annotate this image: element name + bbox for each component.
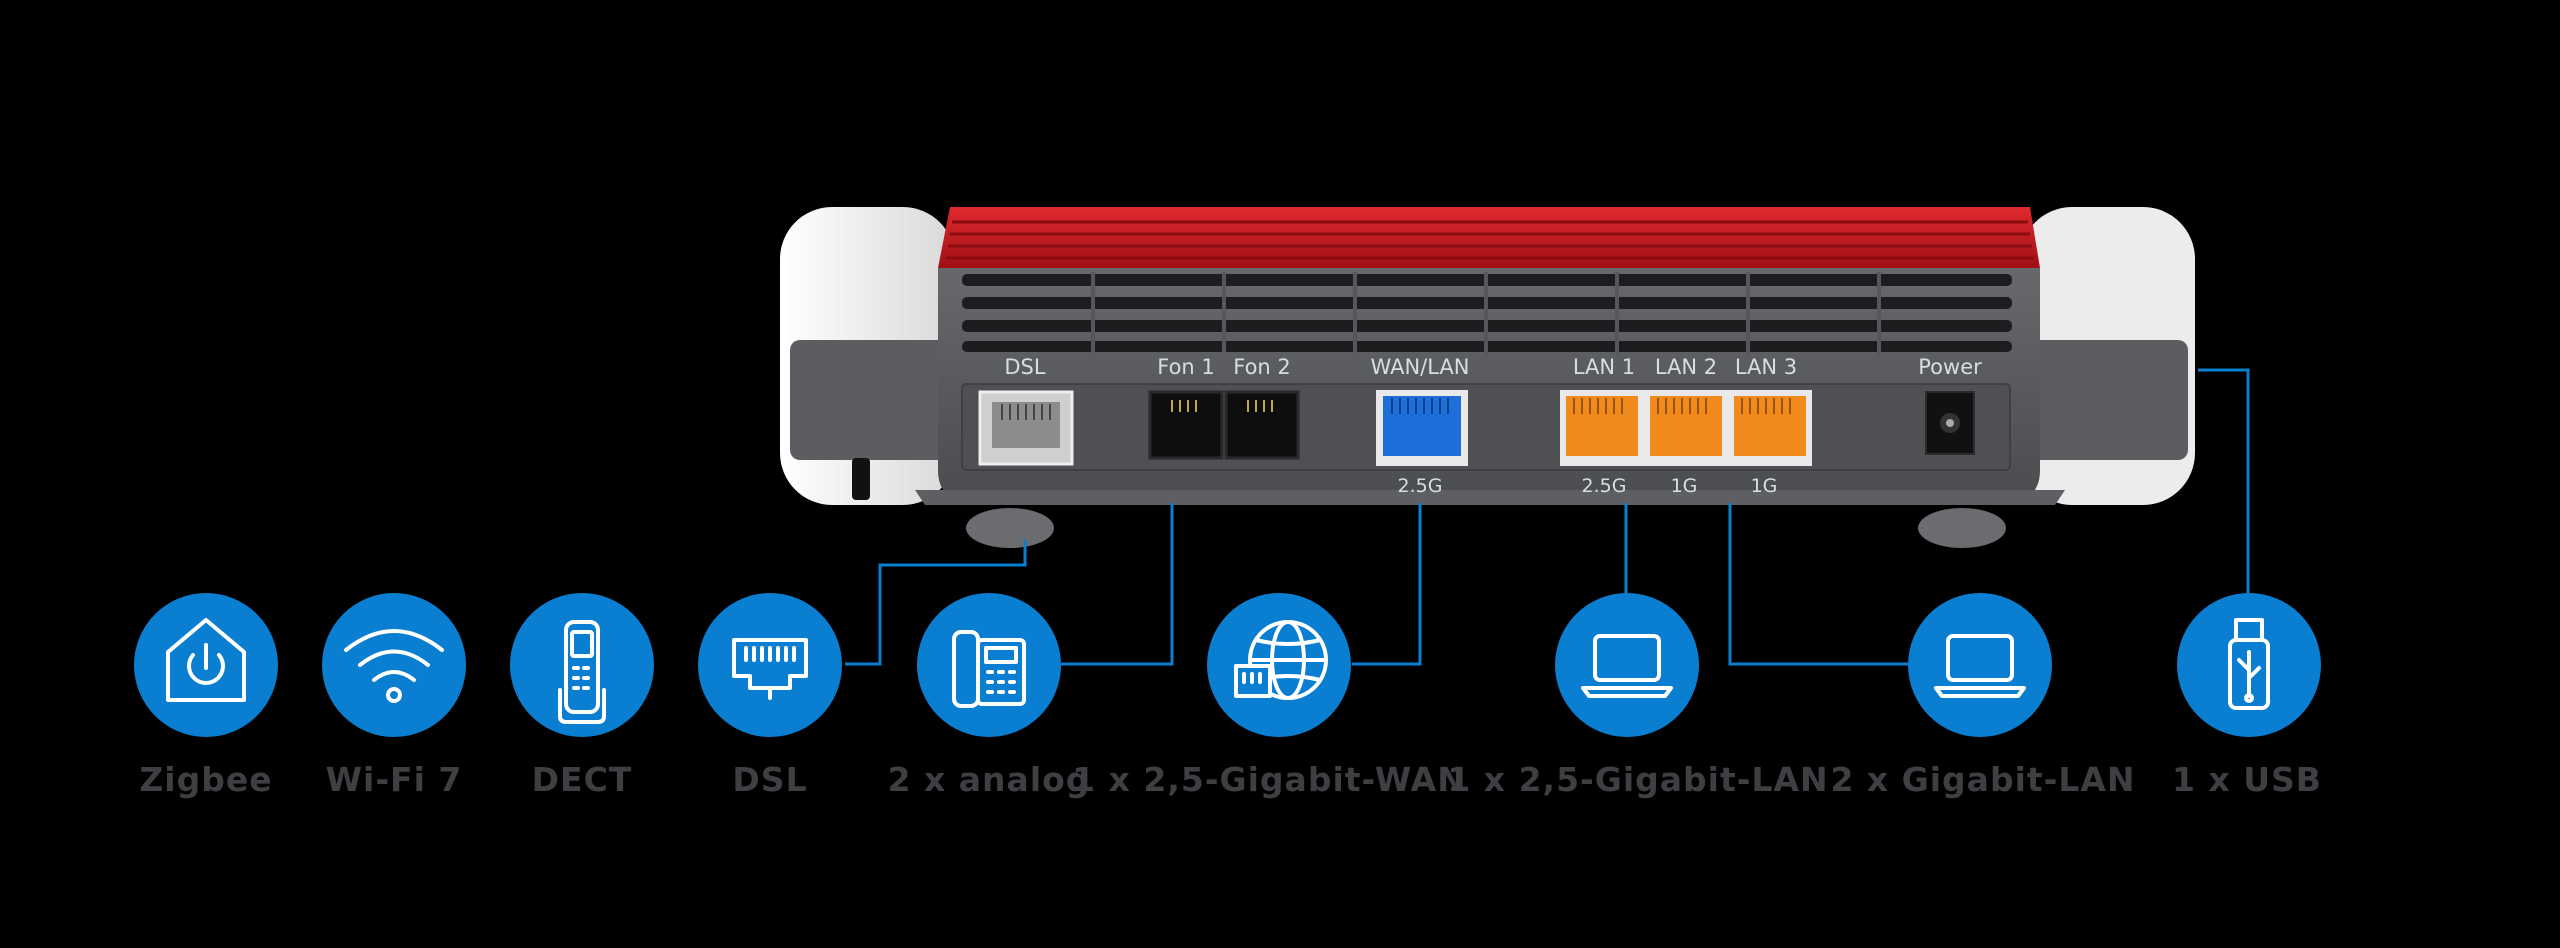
lan1-port[interactable] xyxy=(1560,390,1644,466)
connector-usb xyxy=(2198,368,2250,593)
port-labels: DSL Fon 1 Fon 2 WAN/LAN LAN 1 LAN 2 LAN … xyxy=(1004,355,1982,379)
connector-wan xyxy=(1352,503,1422,666)
feature-label-dect: DECT xyxy=(532,760,633,799)
port-label-wan-lan: WAN/LAN xyxy=(1370,355,1469,379)
lan2-port[interactable] xyxy=(1644,390,1728,466)
router-foot-right xyxy=(1918,508,2006,548)
speed-label-wan-lan: 2.5G xyxy=(1398,475,1443,497)
power-port[interactable] xyxy=(1925,391,1975,455)
feature-label-wifi: Wi-Fi 7 xyxy=(326,760,463,799)
feature-labels: Zigbee Wi-Fi 7 DECT DSL 2 x analog 1 x 2… xyxy=(139,760,2322,799)
router-port-recess xyxy=(961,383,2011,471)
feature-label-dsl: DSL xyxy=(732,760,807,799)
feature-label-zigbee: Zigbee xyxy=(139,760,272,799)
router-vent-dividers xyxy=(1091,272,1881,354)
router-left-slot xyxy=(852,458,870,500)
port-label-power: Power xyxy=(1918,355,1982,379)
desk-phone-icon xyxy=(952,630,1026,708)
router-right-panel xyxy=(2020,340,2188,460)
globe-icon xyxy=(1234,620,1328,700)
wifi-icon xyxy=(344,629,444,703)
laptop-icon xyxy=(1581,634,1673,698)
connector-gigabit-lan xyxy=(1728,503,1908,666)
usb-stick-icon xyxy=(2228,618,2270,710)
feature-circle-gigabit-lan xyxy=(1908,593,2052,737)
port-label-lan3: LAN 3 xyxy=(1735,355,1797,379)
dsl-port[interactable] xyxy=(978,390,1074,466)
feature-circles xyxy=(134,593,2321,737)
smart-home-icon xyxy=(166,618,246,702)
fon2-port[interactable] xyxy=(1224,390,1300,460)
speed-label-lan2: 1G xyxy=(1671,475,1698,497)
router-red-ridges xyxy=(946,220,2034,260)
lan3-port[interactable] xyxy=(1728,390,1812,466)
feature-label-wan: 1 x 2,5-Gigabit-WAN xyxy=(1072,760,1466,799)
port-label-lan1: LAN 1 xyxy=(1573,355,1635,379)
feature-label-usb: 1 x USB xyxy=(2172,760,2322,799)
dsl-port-icon xyxy=(732,638,808,700)
laptop-icon xyxy=(1934,634,2026,698)
feature-circle-dsl xyxy=(698,593,842,737)
port-label-lan2: LAN 2 xyxy=(1655,355,1717,379)
feature-circle-analog xyxy=(917,593,1061,737)
speed-label-lan3: 1G xyxy=(1751,475,1778,497)
router: DSL Fon 1 Fon 2 WAN/LAN LAN 1 LAN 2 LAN … xyxy=(780,207,2195,548)
port-label-dsl: DSL xyxy=(1004,355,1046,379)
fon1-port[interactable] xyxy=(1148,390,1224,460)
feature-circle-wifi xyxy=(322,593,466,737)
feature-circle-wan xyxy=(1207,593,1351,737)
connector-analog xyxy=(1061,503,1174,666)
cordless-phone-icon xyxy=(558,620,606,724)
feature-label-gigabit-lan: 2 x Gigabit-LAN xyxy=(1830,760,2135,799)
connector-dsl xyxy=(845,540,1027,666)
router-left-panel xyxy=(790,340,960,460)
speed-label-lan1: 2.5G xyxy=(1582,475,1627,497)
wan-lan-port[interactable] xyxy=(1376,390,1468,466)
feature-circle-dect xyxy=(510,593,654,737)
feature-label-analog: 2 x analog xyxy=(888,760,1091,799)
connector-lines xyxy=(845,368,2250,666)
port-label-fon2: Fon 2 xyxy=(1233,355,1291,379)
feature-circle-lan-25 xyxy=(1555,593,1699,737)
speed-labels: 2.5G 2.5G 1G 1G xyxy=(1398,475,1778,497)
port-label-fon1: Fon 1 xyxy=(1157,355,1215,379)
feature-label-lan-25: 1 x 2,5-Gigabit-LAN xyxy=(1447,760,1828,799)
router-foot-left xyxy=(966,508,1054,548)
